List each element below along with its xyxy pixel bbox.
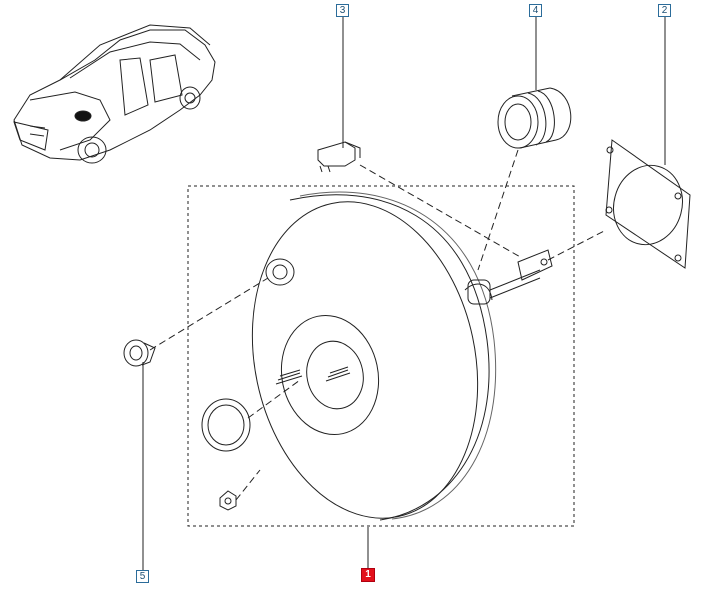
callout-1[interactable]: 1 (361, 568, 375, 582)
part-2-gasket (605, 139, 691, 269)
brake-booster (251, 191, 553, 521)
part-3-sensor (317, 141, 361, 173)
leader-lines (142, 17, 666, 570)
nut (219, 490, 237, 511)
assembly-boundary (187, 185, 575, 527)
callout-2[interactable]: 2 (658, 4, 671, 17)
callout-4[interactable]: 4 (529, 4, 542, 17)
callout-3[interactable]: 3 (336, 4, 349, 17)
alignment-lines (149, 149, 607, 501)
vehicle-locator-thumbnail (13, 24, 216, 164)
callout-5[interactable]: 5 (136, 570, 149, 583)
o-ring (201, 398, 251, 452)
part-5-seal (123, 339, 156, 367)
part-4-grommet (497, 87, 572, 149)
